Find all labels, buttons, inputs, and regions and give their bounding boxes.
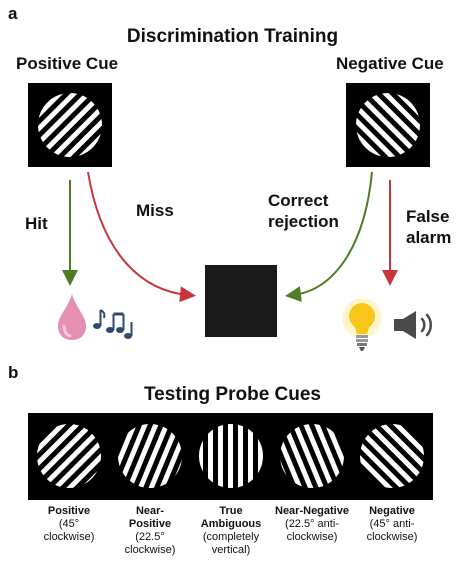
probe-near-positive-name: Near- [135, 505, 165, 517]
probe-negative-detail2: clockwise) [366, 531, 418, 543]
probe-near-positive-caption: Near- Positive (22.5° clockwise) [105, 505, 195, 557]
miss-arrow [87, 171, 196, 303]
correct-rejection-arrow [285, 171, 373, 302]
probe-strip [28, 413, 433, 500]
probe-negative-name: Negative [369, 505, 415, 517]
water-drop-icon [56, 292, 88, 342]
hit-label: Hit [25, 214, 48, 233]
speaker-icon [392, 310, 438, 340]
probe-true-ambiguous-grating [199, 424, 263, 488]
negative-cue-label: Negative Cue [336, 54, 444, 73]
probe-gratings [37, 424, 424, 488]
probe-near-positive-grating [118, 424, 182, 488]
probe-title: Testing Probe Cues [143, 384, 321, 405]
false-alarm-line1: False [406, 207, 450, 226]
correct-rejection-label: Correct rejection [268, 190, 339, 232]
probe-positive-grating [37, 424, 101, 488]
false-alarm-label: False alarm [406, 206, 451, 248]
probe-negative-detail1: (45° anti- [369, 518, 415, 530]
probe-near-negative-detail1: (22.5° anti- [285, 518, 339, 530]
probe-true-ambiguous-detail1: (completely [202, 531, 260, 543]
probe-true-ambiguous-detail2: vertical) [211, 544, 251, 556]
false-alarm-line2: alarm [406, 228, 452, 247]
probe-positive-detail1: (45° [58, 518, 80, 530]
probe-near-negative-grating [280, 424, 344, 488]
probe-true-ambiguous-name2: Ambiguous [200, 518, 262, 530]
probe-near-negative-name: Near-Negative [275, 505, 349, 517]
probe-positive-caption: Positive (45° clockwise) [24, 505, 114, 544]
panel-b-letter: b [8, 363, 19, 382]
correct-rejection-line2: rejection [268, 212, 339, 231]
probe-negative-grating [360, 424, 424, 488]
probe-near-positive-detail1: (22.5° [135, 531, 165, 543]
positive-cue-grating [28, 83, 112, 167]
training-title: Discrimination Training [126, 26, 339, 47]
positive-cue-label: Positive Cue [16, 54, 119, 73]
negative-cue-grating [346, 83, 430, 167]
probe-true-ambiguous-name: True [219, 505, 243, 517]
miss-label: Miss [136, 201, 174, 220]
music-notes-icon [92, 306, 136, 342]
probe-near-negative-detail2: clockwise) [286, 531, 338, 543]
probe-negative-caption: Negative (45° anti- clockwise) [347, 505, 437, 544]
correct-rejection-line1: Correct [268, 191, 329, 210]
probe-near-positive-name2: Positive [128, 518, 172, 530]
probe-positive-name: Positive [47, 505, 91, 517]
probe-near-negative-caption: Near-Negative (22.5° anti- clockwise) [267, 505, 357, 544]
panel-a-letter: a [8, 4, 18, 23]
probe-positive-detail2: clockwise) [43, 531, 95, 543]
probe-near-positive-detail2: clockwise) [124, 544, 176, 556]
blank-screen [205, 265, 277, 337]
light-bulb-icon [340, 296, 384, 356]
probe-true-ambiguous-caption: True Ambiguous (completely vertical) [186, 505, 276, 557]
